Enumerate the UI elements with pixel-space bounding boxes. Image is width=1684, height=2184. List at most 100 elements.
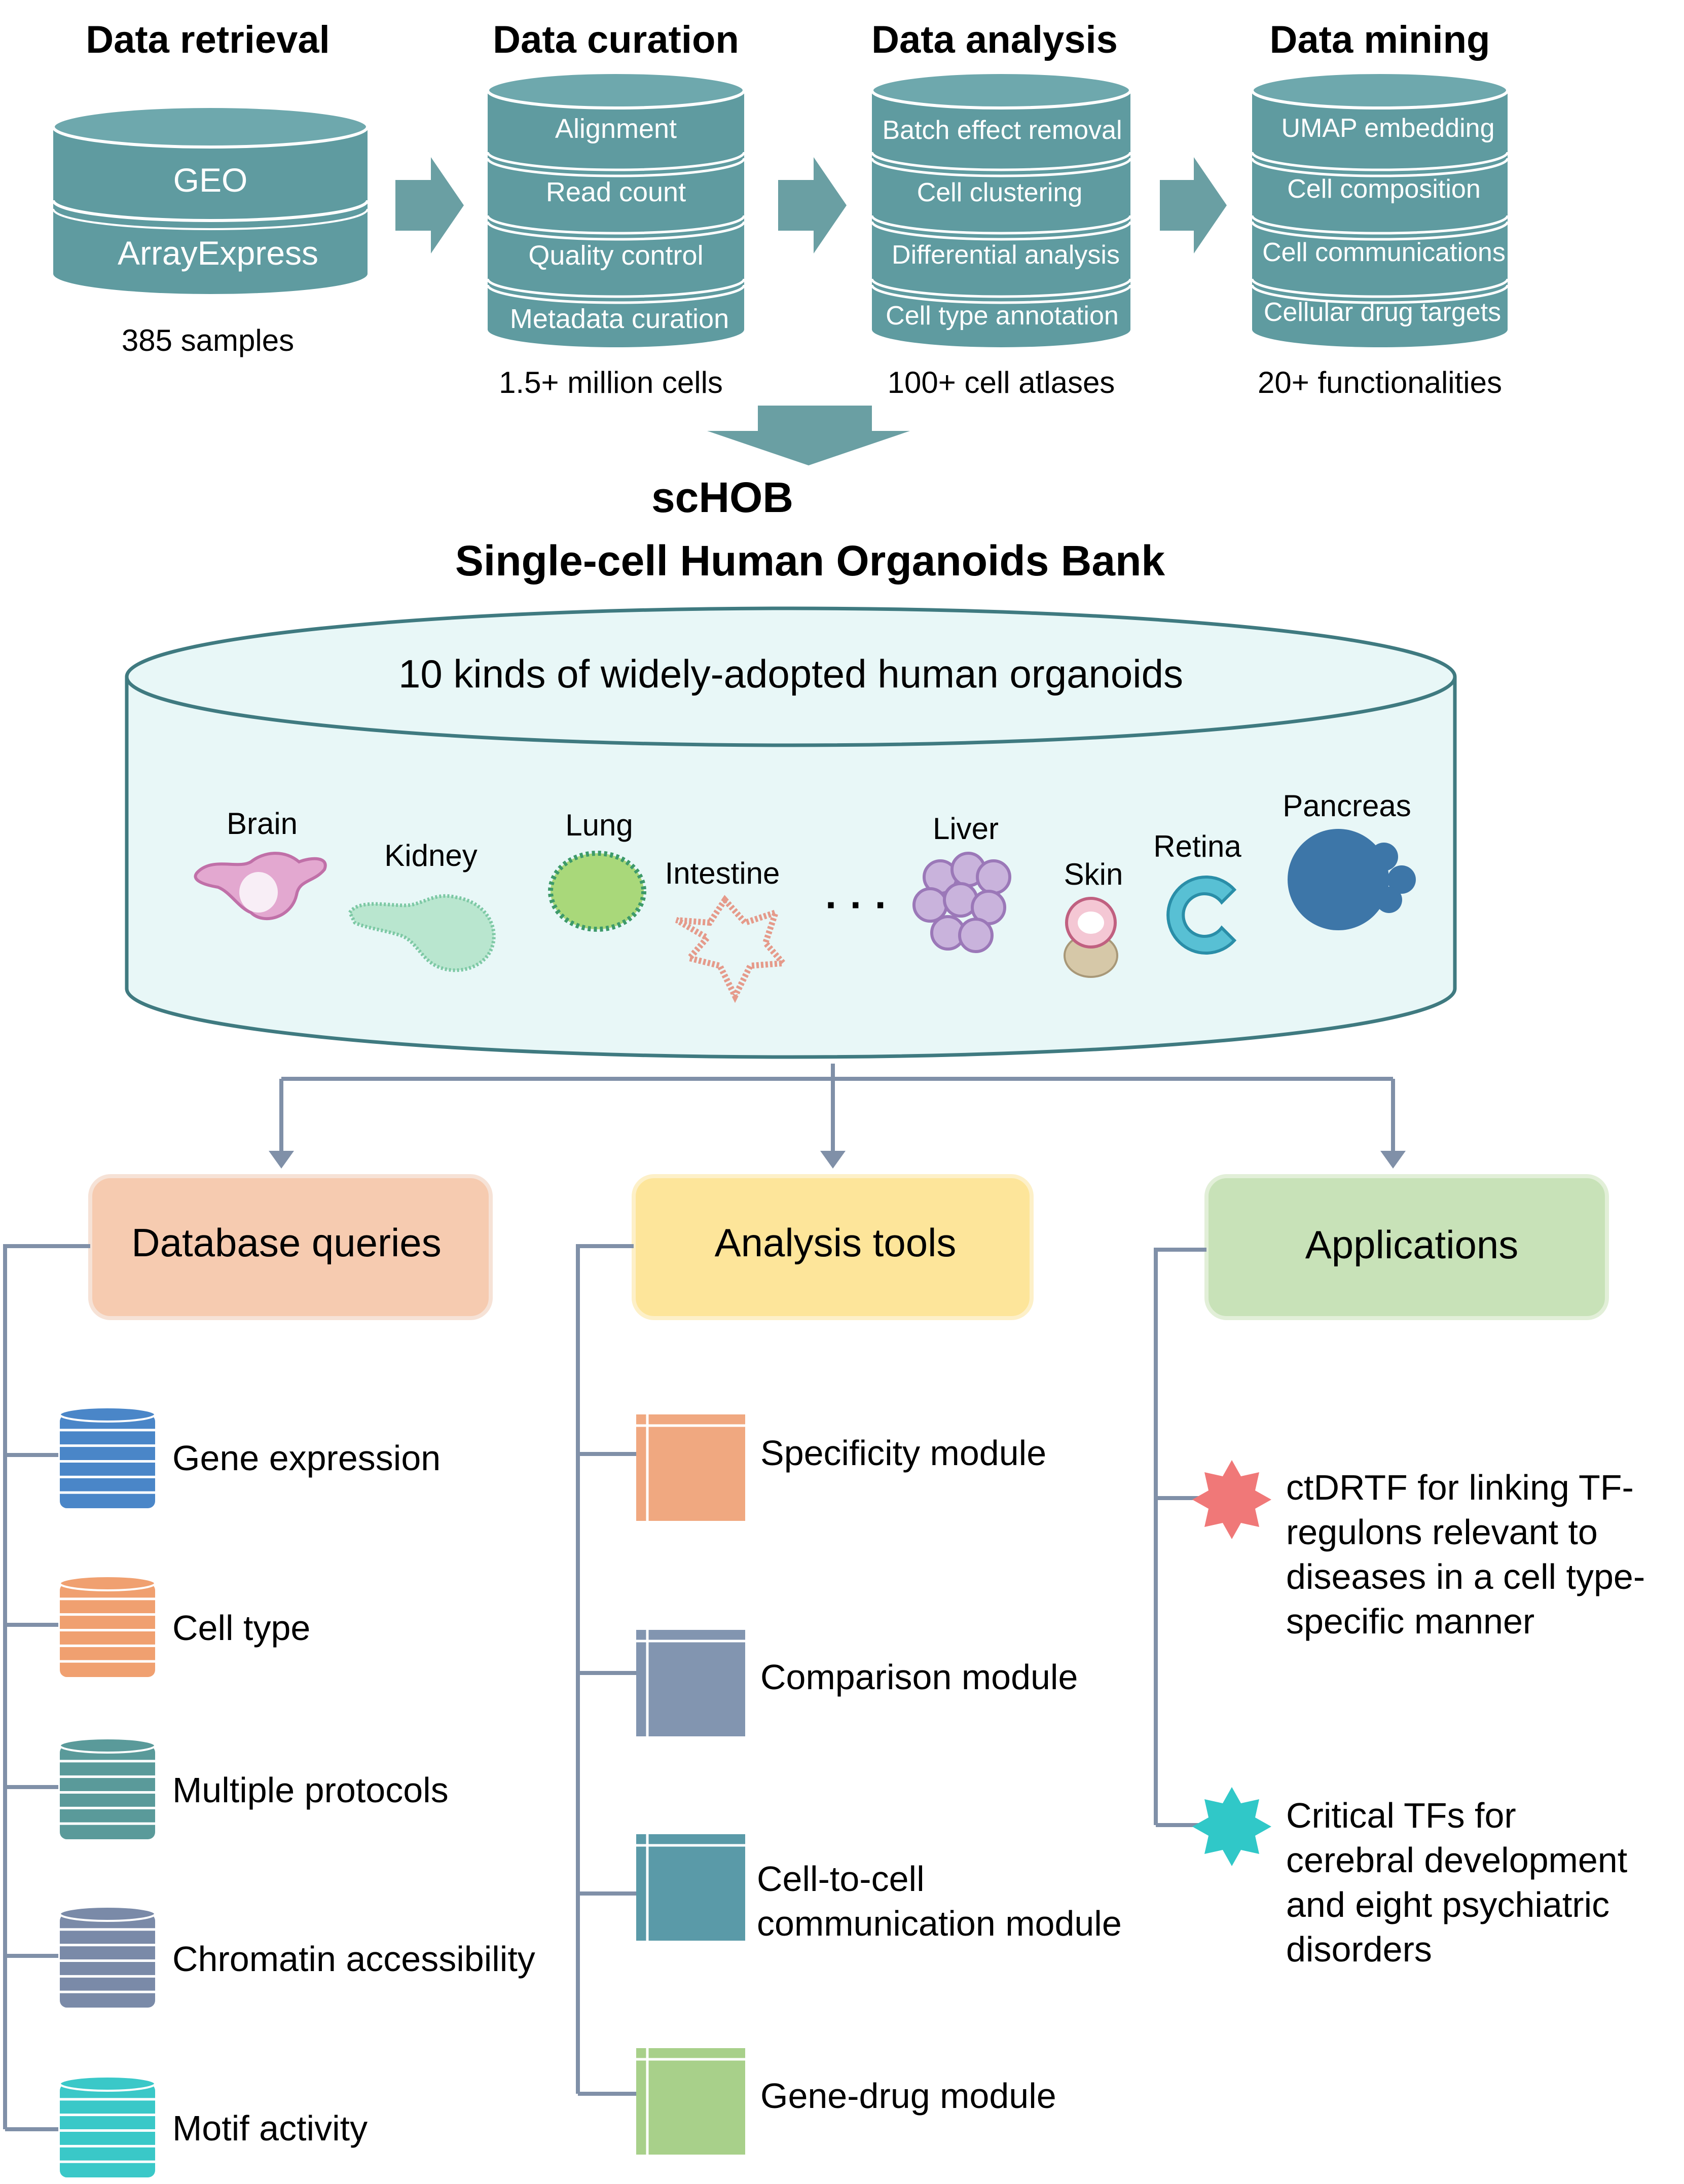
arrow-right-icon [1160,157,1227,253]
application-labels: ctDRTF for linking TF- regulons relevant… [1286,1468,1645,1969]
analysis-cylinder: Batch effect removal Cell clustering Dif… [870,71,1132,347]
mining-cylinder: UMAP embedding Cell composition Cell com… [1251,71,1509,347]
bank-cylinder: 10 kinds of widely-adopted human organoi… [125,606,1457,1059]
organoid-ellipsis: · · · [825,882,888,927]
organoid-label-skin: Skin [1064,857,1123,891]
arrow-down-icon [820,1151,846,1169]
intestine-organoid-icon [675,895,790,1003]
retrieval-cylinder: GEO ArrayExpress [52,105,369,294]
liver-organoid-icon [912,852,1011,953]
database-query-labels: Gene expression Cell type Multiple proto… [172,1438,535,2148]
kidney-organoid-icon [347,894,496,972]
stage-title-curation: Data curation [493,18,739,61]
stacked-database-icon [59,1575,156,1677]
branch-title-applications: Applications [1305,1222,1519,1267]
app1-line3: diseases in a cell type- [1286,1557,1645,1596]
skin-organoid-icon [1064,897,1118,978]
organoid-label-retina: Retina [1153,829,1241,863]
pancreas-organoid-icon [1288,829,1416,930]
bank-cylinder-label: 10 kinds of widely-adopted human organoi… [398,651,1183,696]
query-label-gene-expression: Gene expression [172,1438,441,1478]
analysis-note: 100+ cell atlases [888,366,1115,399]
query-label-cell-type: Cell type [172,1608,310,1648]
app1-line2: regulons relevant to [1286,1512,1598,1552]
app2-line3: and eight psychiatric [1286,1885,1609,1924]
app2-line1: Critical TFs for [1286,1796,1516,1835]
arrow-down-icon [1380,1151,1406,1169]
tool-label-gene-drug: Gene-drug module [760,2076,1056,2116]
curation-item-metadata: Metadata curation [510,304,729,334]
arrow-down-icon [269,1151,294,1169]
stacked-database-icon [59,1906,156,2008]
query-label-chromatin: Chromatin accessibility [172,1939,535,1979]
starburst-icon [1192,1787,1271,1866]
organoid-label-intestine: Intestine [665,856,780,890]
bank-full-name: Single-cell Human Organoids Bank [455,537,1165,585]
mining-item-drug-targets: Cellular drug targets [1264,298,1501,327]
branch-connectors [279,1064,1395,1161]
analysis-item-annotation: Cell type annotation [886,301,1119,331]
arrow-right-icon [395,157,464,253]
analysis-item-differential: Differential analysis [892,240,1120,270]
stage-title-mining: Data mining [1270,18,1490,61]
arrow-right-icon [778,157,847,253]
table-module-icon [636,2048,745,2155]
analysis-item-batch: Batch effect removal [882,116,1122,145]
arrow-down-icon [707,406,910,465]
curation-item-read-count: Read count [546,177,686,207]
mining-note: 20+ functionalities [1258,366,1502,399]
stage-title-retrieval: Data retrieval [86,18,330,61]
database-query-icons [59,1406,156,2177]
branch-arrowheads [269,1151,1406,1169]
tool-label-cell-cell-line1: Cell-to-cell [757,1859,925,1899]
query-label-multiple-protocols: Multiple protocols [172,1770,449,1810]
retrieval-item-geo: GEO [173,161,248,199]
lung-organoid-icon [548,851,646,932]
starburst-icon [1192,1460,1271,1539]
analysis-tool-icons [636,1414,745,2155]
table-module-icon [636,1414,745,1521]
branch-title-analysis-tools: Analysis tools [715,1220,957,1265]
tool-label-comparison: Comparison module [760,1657,1078,1697]
curation-cylinder: Alignment Read count Quality control Met… [486,71,746,347]
organoid-label-brain: Brain [227,807,298,841]
app2-line2: cerebral development [1286,1840,1627,1880]
branch-applications: Applications [1204,1174,1609,1320]
tool-label-cell-cell-line2: communication module [757,1904,1122,1943]
organoid-label-liver: Liver [933,812,999,846]
app2-line4: disorders [1286,1930,1432,1969]
mining-item-composition: Cell composition [1287,174,1481,204]
branch-database-queries: Database queries [88,1174,493,1320]
stage-arrows [395,157,1227,465]
app1-line1: ctDRTF for linking TF- [1286,1468,1634,1507]
retrieval-item-arrayexpress: ArrayExpress [118,234,318,272]
app1-line4: specific manner [1286,1601,1534,1641]
curation-note: 1.5+ million cells [499,366,723,399]
stage-headers: Data retrieval Data curation Data analys… [86,18,1490,61]
organoid-label-kidney: Kidney [384,839,477,872]
curation-item-alignment: Alignment [555,114,677,144]
brain-organoid-icon [194,852,327,921]
bank-short-name: scHOB [651,474,793,521]
curation-item-quality-control: Quality control [528,240,703,271]
table-module-icon [636,1630,745,1736]
organoid-label-pancreas: Pancreas [1283,789,1411,823]
retina-organoid-icon [1166,876,1237,955]
retrieval-note: 385 samples [122,323,294,357]
mining-item-umap: UMAP embedding [1281,114,1494,143]
mining-item-communications: Cell communications [1262,238,1506,267]
stacked-database-icon [59,1737,156,1839]
branch-analysis-tools: Analysis tools [632,1174,1034,1320]
tree-lines [3,1244,1206,2131]
organoid-labels: Brain Kidney Lung Intestine Liver Skin R… [227,789,1411,891]
stage-title-analysis: Data analysis [871,18,1118,61]
query-label-motif: Motif activity [172,2108,368,2148]
stacked-database-icon [59,2076,156,2177]
analysis-item-clustering: Cell clustering [917,178,1083,207]
table-module-icon [636,1834,745,1941]
analysis-tool-labels: Specificity module Comparison module Cel… [757,1433,1122,2116]
tool-label-specificity: Specificity module [760,1433,1046,1473]
branch-title-database-queries: Database queries [131,1220,441,1265]
organoid-label-lung: Lung [565,808,633,842]
